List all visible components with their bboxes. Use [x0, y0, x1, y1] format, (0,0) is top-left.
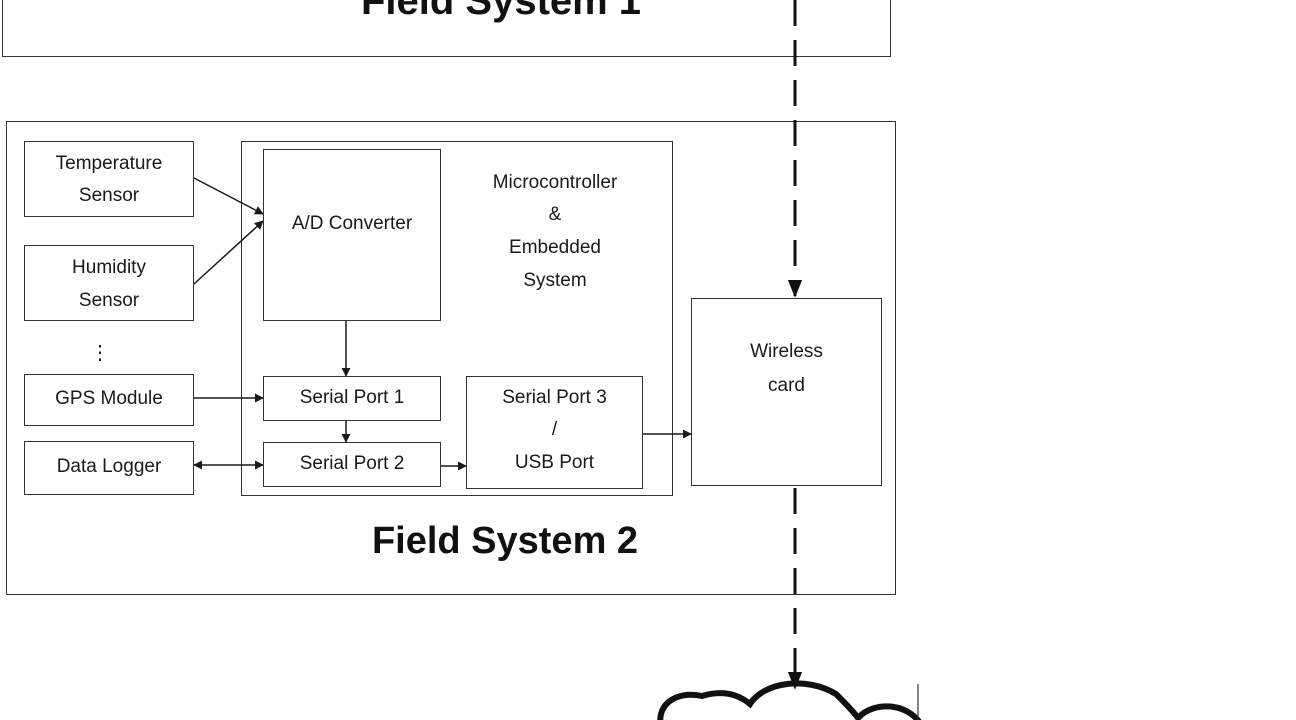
serial-port-3-label: Serial Port 3 [502, 387, 607, 408]
cloud-icon [657, 680, 922, 720]
serial-port-2-box [263, 442, 441, 487]
serial-port-1-box [263, 376, 441, 421]
field-system-2-title: Field System 2 [371, 520, 639, 562]
serial-port-1-label: Serial Port 1 [299, 387, 405, 408]
usb-port-label: USB Port [514, 452, 595, 473]
microcontroller-label-4: System [523, 270, 587, 291]
wireless-card-label-2: card [768, 375, 805, 396]
more-sensors-ellipsis: ⋮ [90, 342, 110, 364]
microcontroller-label-3: Embedded [509, 237, 601, 258]
ad-converter-label: A/D Converter [291, 213, 413, 234]
field-system-1-title: Field System 1 [360, 0, 642, 23]
data-logger-label: Data Logger [56, 456, 162, 477]
temperature-sensor-box [24, 141, 194, 217]
microcontroller-label-1: Microcontroller [492, 172, 618, 193]
serial-port-2-label: Serial Port 2 [299, 453, 405, 474]
temperature-sensor-label-2: Sensor [78, 185, 140, 206]
gps-module-label: GPS Module [55, 388, 163, 409]
arrow-temperature-to-adc [193, 177, 264, 215]
serial-port-3-usb-box [466, 376, 643, 489]
wireless-card-box [691, 298, 882, 486]
arrow-humidity-to-adc [193, 220, 264, 285]
gps-module-box [24, 374, 194, 426]
data-logger-box [24, 441, 194, 495]
humidity-sensor-box [24, 245, 194, 321]
microcontroller-label-2: & [548, 204, 562, 225]
humidity-sensor-label-2: Sensor [78, 290, 140, 311]
wireless-card-label-1: Wireless [750, 341, 823, 362]
ad-converter-box [263, 149, 441, 321]
temperature-sensor-label-1: Temperature [55, 153, 163, 174]
serial-port-3-slash: / [551, 419, 558, 440]
field-system-1-box [2, 0, 891, 57]
humidity-sensor-label-1: Humidity [72, 257, 146, 278]
